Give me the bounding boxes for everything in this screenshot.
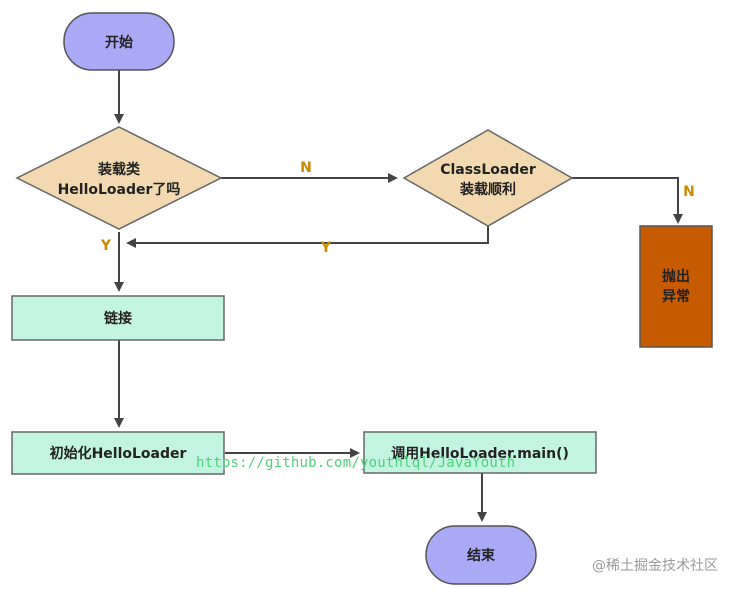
edge-label-no-2: N [683, 184, 695, 200]
node-start-label: 开始 [105, 34, 133, 51]
edge-label-no-1: N [300, 160, 312, 176]
node-init-label: 初始化HelloLoader [50, 445, 187, 462]
edge-label-yes-2: Y [320, 240, 332, 256]
exception-line1: 抛出 [662, 268, 690, 285]
node-end-label: 结束 [467, 547, 496, 564]
edge-classloader-no-to-exception [572, 177, 683, 224]
decision-loaded-line1: 装载类 [97, 161, 141, 178]
node-link: 链接 [11, 295, 225, 341]
node-end: 结束 [425, 525, 537, 585]
node-decision-loaded: 装载类 HelloLoader了吗 [15, 126, 223, 230]
node-start: 开始 [63, 12, 175, 71]
connectors [114, 70, 683, 522]
node-init: 初始化HelloLoader [11, 431, 225, 475]
exception-line2: 异常 [662, 288, 690, 305]
node-throw-exception: 抛出 异常 [639, 225, 713, 348]
decision-loaded-line2: HelloLoader了吗 [58, 182, 181, 198]
node-call-main: 调用HelloLoader.main() [363, 431, 597, 474]
node-link-label: 链接 [104, 310, 132, 327]
node-decision-classloader: ClassLoader 装载顺利 [402, 129, 574, 227]
edge-label-yes-1: Y [100, 238, 112, 254]
decision-classloader-line1: ClassLoader [440, 162, 536, 178]
github-watermark: https://github.com/youthlql/JavaYouth [196, 455, 516, 471]
node-call-main-label: 调用HelloLoader.main() [391, 446, 569, 462]
decision-classloader-line2: 装载顺利 [459, 181, 516, 198]
edge-classloader-yes-back [126, 226, 489, 248]
site-watermark: @稀土掘金技术社区 [592, 558, 718, 574]
